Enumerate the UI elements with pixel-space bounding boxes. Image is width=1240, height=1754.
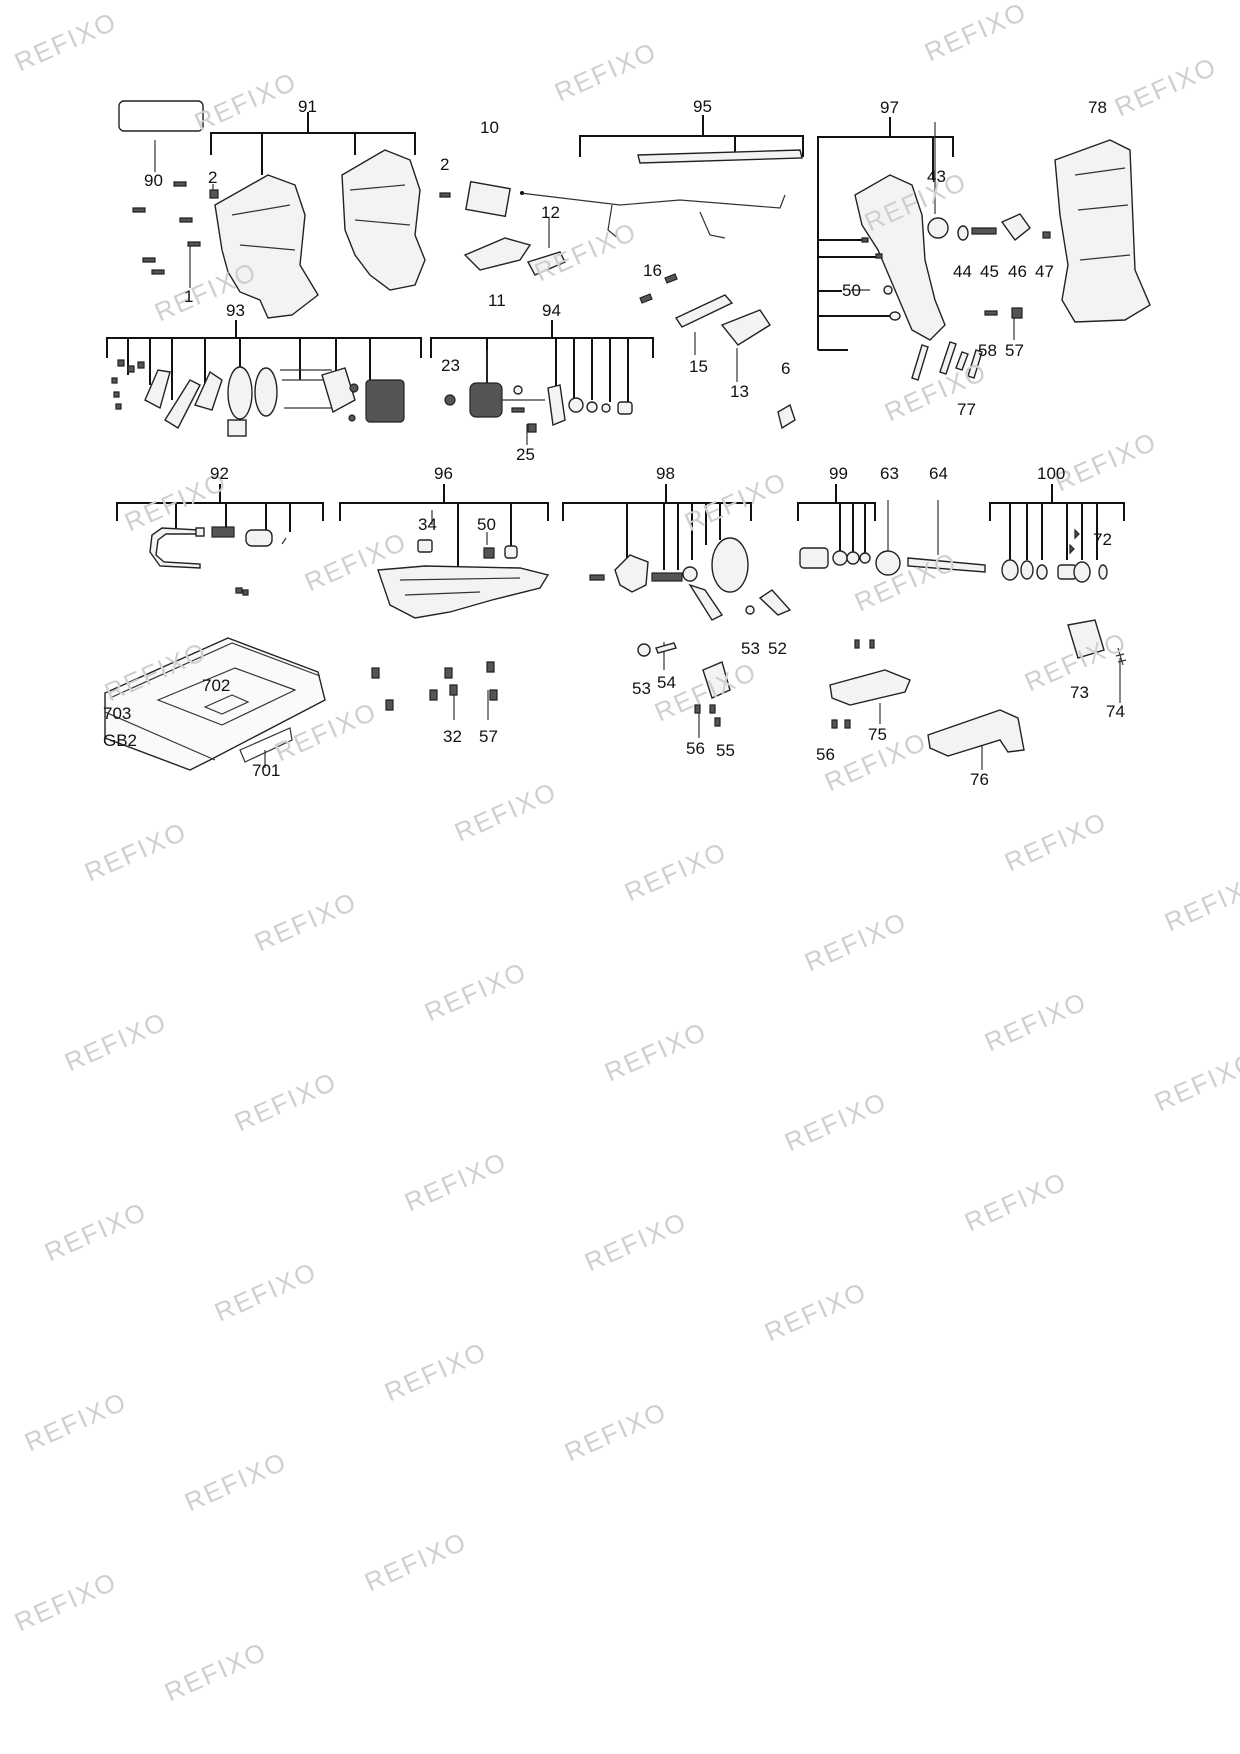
part-6 [777, 403, 796, 430]
bolts-77 [911, 341, 983, 381]
part-number: 52 [768, 639, 787, 658]
spring-74 [1115, 647, 1127, 666]
part-number: 47 [1035, 262, 1054, 281]
gear-housing-97 [854, 174, 946, 341]
parts-92 [149, 526, 287, 596]
parts-99 [799, 547, 871, 569]
part-15 [674, 294, 734, 328]
screws-group-2 [371, 661, 498, 711]
part-number: 53 [632, 679, 651, 698]
part-number: 56 [816, 745, 835, 764]
part-10-plate [465, 180, 511, 218]
part-44 [957, 225, 969, 241]
part-number: 13 [730, 382, 749, 401]
part-number: GB2 [103, 731, 138, 750]
part-12 [526, 251, 566, 276]
part-11 [463, 237, 532, 271]
shoe-76 [927, 709, 1025, 757]
part-number: 63 [880, 464, 899, 483]
part-number: 75 [868, 725, 887, 744]
parts-100 [1001, 528, 1108, 583]
part-number: 15 [689, 357, 708, 376]
part-number: 2 [208, 168, 218, 187]
part-number: 34 [418, 515, 437, 534]
part-number: 703 [103, 704, 132, 723]
part-number: 16 [643, 261, 662, 280]
part-number: 6 [781, 359, 791, 378]
part-number: 55 [716, 741, 735, 760]
housing-half-right [341, 149, 426, 291]
housing-half-left [214, 174, 319, 319]
bracket-98 [562, 484, 752, 570]
part-number: 50 [477, 515, 496, 534]
part-number: 44 [953, 262, 972, 281]
part-number: 701 [252, 761, 281, 780]
motor-parts-93 [111, 359, 405, 437]
part-number: 23 [441, 356, 460, 375]
part-number: 2 [440, 155, 450, 174]
part-number: 97 [880, 98, 899, 117]
bracket-95 [579, 115, 804, 157]
part-number: 53 [741, 639, 760, 658]
part-number: 46 [1008, 262, 1027, 281]
part-number: 93 [226, 301, 245, 320]
part-number: 90 [144, 171, 163, 190]
part-number: 73 [1070, 683, 1089, 702]
part-number: 99 [829, 464, 848, 483]
part-number: 77 [957, 400, 976, 419]
part-number: 58 [978, 341, 997, 360]
part-number: 1 [184, 287, 194, 306]
label-plate-90 [118, 100, 204, 132]
part-number: 64 [929, 464, 948, 483]
bracket-99 [797, 484, 876, 555]
part-number: 100 [1037, 464, 1066, 483]
part-number: 10 [480, 118, 499, 137]
bracket-96 [339, 484, 549, 570]
part-number: 72 [1093, 530, 1112, 549]
bracket-100 [989, 484, 1125, 560]
bracket-92 [116, 484, 324, 532]
parts-98 [589, 537, 792, 621]
part-number: 50 [842, 281, 861, 300]
part-number: 98 [656, 464, 675, 483]
part-number: 43 [927, 167, 946, 186]
part-number: 57 [1005, 341, 1024, 360]
screws-group-1 [132, 181, 451, 275]
part-46 [1000, 213, 1031, 242]
bracket-94 [430, 320, 654, 405]
part-number: 78 [1088, 98, 1107, 117]
part-number: 76 [970, 770, 989, 789]
wiring-95 [519, 192, 786, 241]
part-63 [875, 550, 901, 576]
part-number: 25 [516, 445, 535, 464]
part-number: 45 [980, 262, 999, 281]
part-number: 702 [202, 676, 231, 695]
base-plate-75 [829, 669, 911, 706]
part-73 [1067, 619, 1105, 659]
rail-95 [637, 149, 803, 164]
part-55 [702, 661, 731, 699]
part-number: 91 [298, 97, 317, 116]
part-number: 74 [1106, 702, 1125, 721]
part-number: 54 [657, 673, 676, 692]
shaft-64 [907, 557, 986, 573]
part-number: 11 [488, 291, 506, 310]
part-number: 32 [443, 727, 462, 746]
bracket-97 [817, 117, 954, 351]
part-number: 12 [541, 203, 560, 222]
part-number: 96 [434, 464, 453, 483]
part-number: 92 [210, 464, 229, 483]
gearbox-cover-96 [377, 565, 550, 619]
part-number: 56 [686, 739, 705, 758]
part-13 [720, 309, 771, 346]
part-number: 95 [693, 97, 712, 116]
bracket-91 [210, 112, 416, 175]
nose-housing-78 [1054, 139, 1151, 323]
armature-parts-94 [444, 382, 633, 433]
part-number: 94 [542, 301, 561, 320]
part-number: 57 [479, 727, 498, 746]
carry-case-701 [104, 637, 326, 771]
